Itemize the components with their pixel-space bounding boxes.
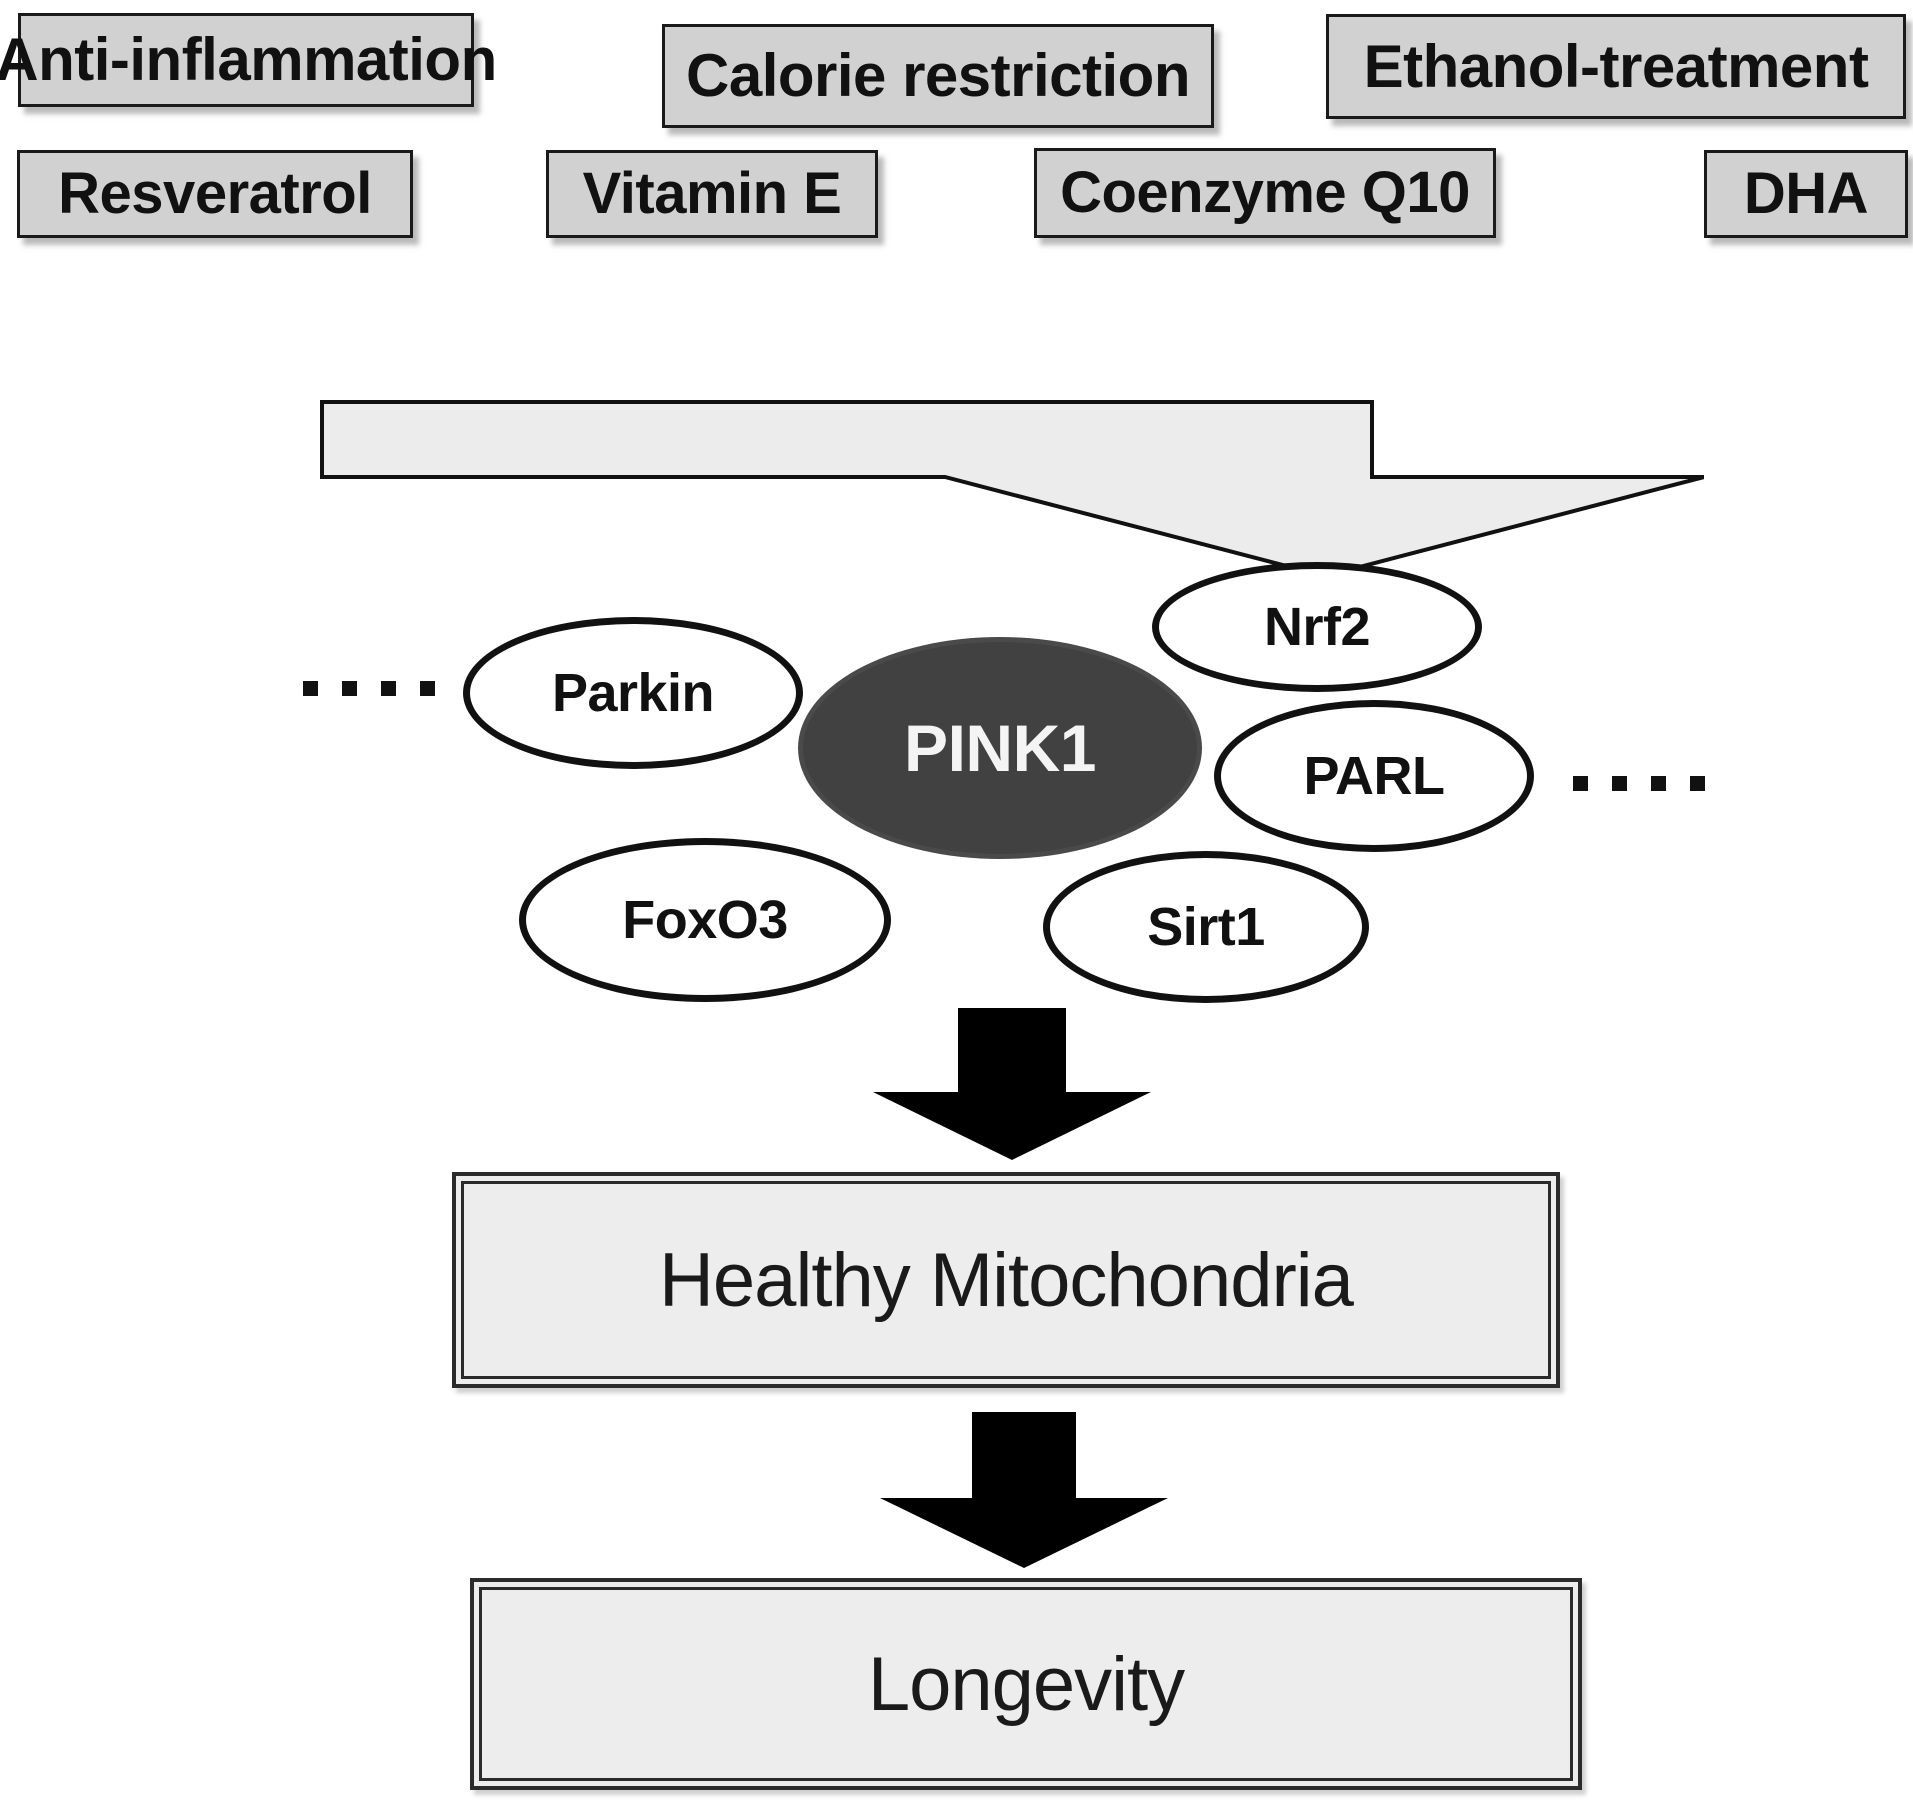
outcome-box-label: Healthy Mitochondria bbox=[659, 1237, 1354, 1323]
ellipsis-dot bbox=[1690, 776, 1705, 791]
factor-box-label: Resveratrol bbox=[58, 161, 372, 226]
factor-box-label: Anti-inflammation bbox=[0, 26, 497, 93]
oval-pink1[interactable]: PINK1 bbox=[798, 637, 1202, 859]
ellipsis-dot bbox=[381, 681, 396, 696]
factor-box-resveratrol[interactable]: Resveratrol bbox=[17, 150, 413, 238]
oval-foxo3[interactable]: FoxO3 bbox=[519, 838, 891, 1002]
oval-label: Parkin bbox=[551, 663, 715, 723]
outcome-box-healthy-mitochondria[interactable]: Healthy Mitochondria bbox=[452, 1172, 1560, 1388]
oval-parkin[interactable]: Parkin bbox=[463, 617, 803, 769]
factor-box-vitamin-e[interactable]: Vitamin E bbox=[546, 150, 878, 238]
ellipsis-dot bbox=[303, 681, 318, 696]
oval-label: PARL bbox=[1303, 746, 1446, 806]
oval-sirt1[interactable]: Sirt1 bbox=[1043, 851, 1369, 1003]
ellipsis-dot bbox=[420, 681, 435, 696]
down-arrow-icon bbox=[873, 1008, 1151, 1160]
factor-box-ethanol-treatment[interactable]: Ethanol-treatment bbox=[1326, 14, 1906, 119]
ellipsis-left-icon bbox=[303, 681, 435, 696]
ellipsis-dot bbox=[1573, 776, 1588, 791]
outcome-box-longevity[interactable]: Longevity bbox=[470, 1578, 1582, 1790]
oval-parl[interactable]: PARL bbox=[1214, 700, 1534, 852]
ellipsis-dot bbox=[1651, 776, 1666, 791]
funnel-arrow-icon bbox=[320, 400, 1705, 579]
factor-box-label: DHA bbox=[1743, 161, 1869, 226]
down-arrow-icon bbox=[880, 1412, 1168, 1568]
factor-box-anti-inflammation[interactable]: Anti-inflammation bbox=[0, 13, 497, 107]
converging-funnel-arrow bbox=[320, 398, 1705, 580]
oval-label: Nrf2 bbox=[1263, 597, 1371, 657]
factor-box-coenzyme-q10[interactable]: Coenzyme Q10 bbox=[1034, 148, 1496, 238]
oval-label: FoxO3 bbox=[622, 890, 788, 950]
factor-box-label: Calorie restriction bbox=[686, 42, 1191, 109]
factor-box-label: Ethanol-treatment bbox=[1363, 32, 1869, 100]
oval-label: PINK1 bbox=[904, 711, 1096, 785]
oval-label: Sirt1 bbox=[1147, 897, 1265, 957]
factor-box-label: Coenzyme Q10 bbox=[1060, 160, 1470, 225]
outcome-box-inner-frame: Healthy Mitochondria bbox=[461, 1181, 1551, 1379]
arrow-to-healthy-mitochondria bbox=[873, 1008, 1151, 1160]
outcome-box-label: Longevity bbox=[867, 1641, 1185, 1727]
ellipsis-right-icon bbox=[1573, 776, 1705, 791]
factor-box-calorie-restriction[interactable]: Calorie restriction bbox=[662, 24, 1214, 128]
oval-nrf2[interactable]: Nrf2 bbox=[1152, 562, 1482, 692]
ellipsis-dot bbox=[1612, 776, 1627, 791]
outcome-box-inner-frame: Longevity bbox=[479, 1587, 1573, 1781]
arrow-to-longevity bbox=[880, 1412, 1168, 1568]
factor-box-label: Vitamin E bbox=[582, 161, 842, 226]
ellipsis-dot bbox=[342, 681, 357, 696]
factor-box-dha[interactable]: DHA bbox=[1704, 150, 1908, 238]
